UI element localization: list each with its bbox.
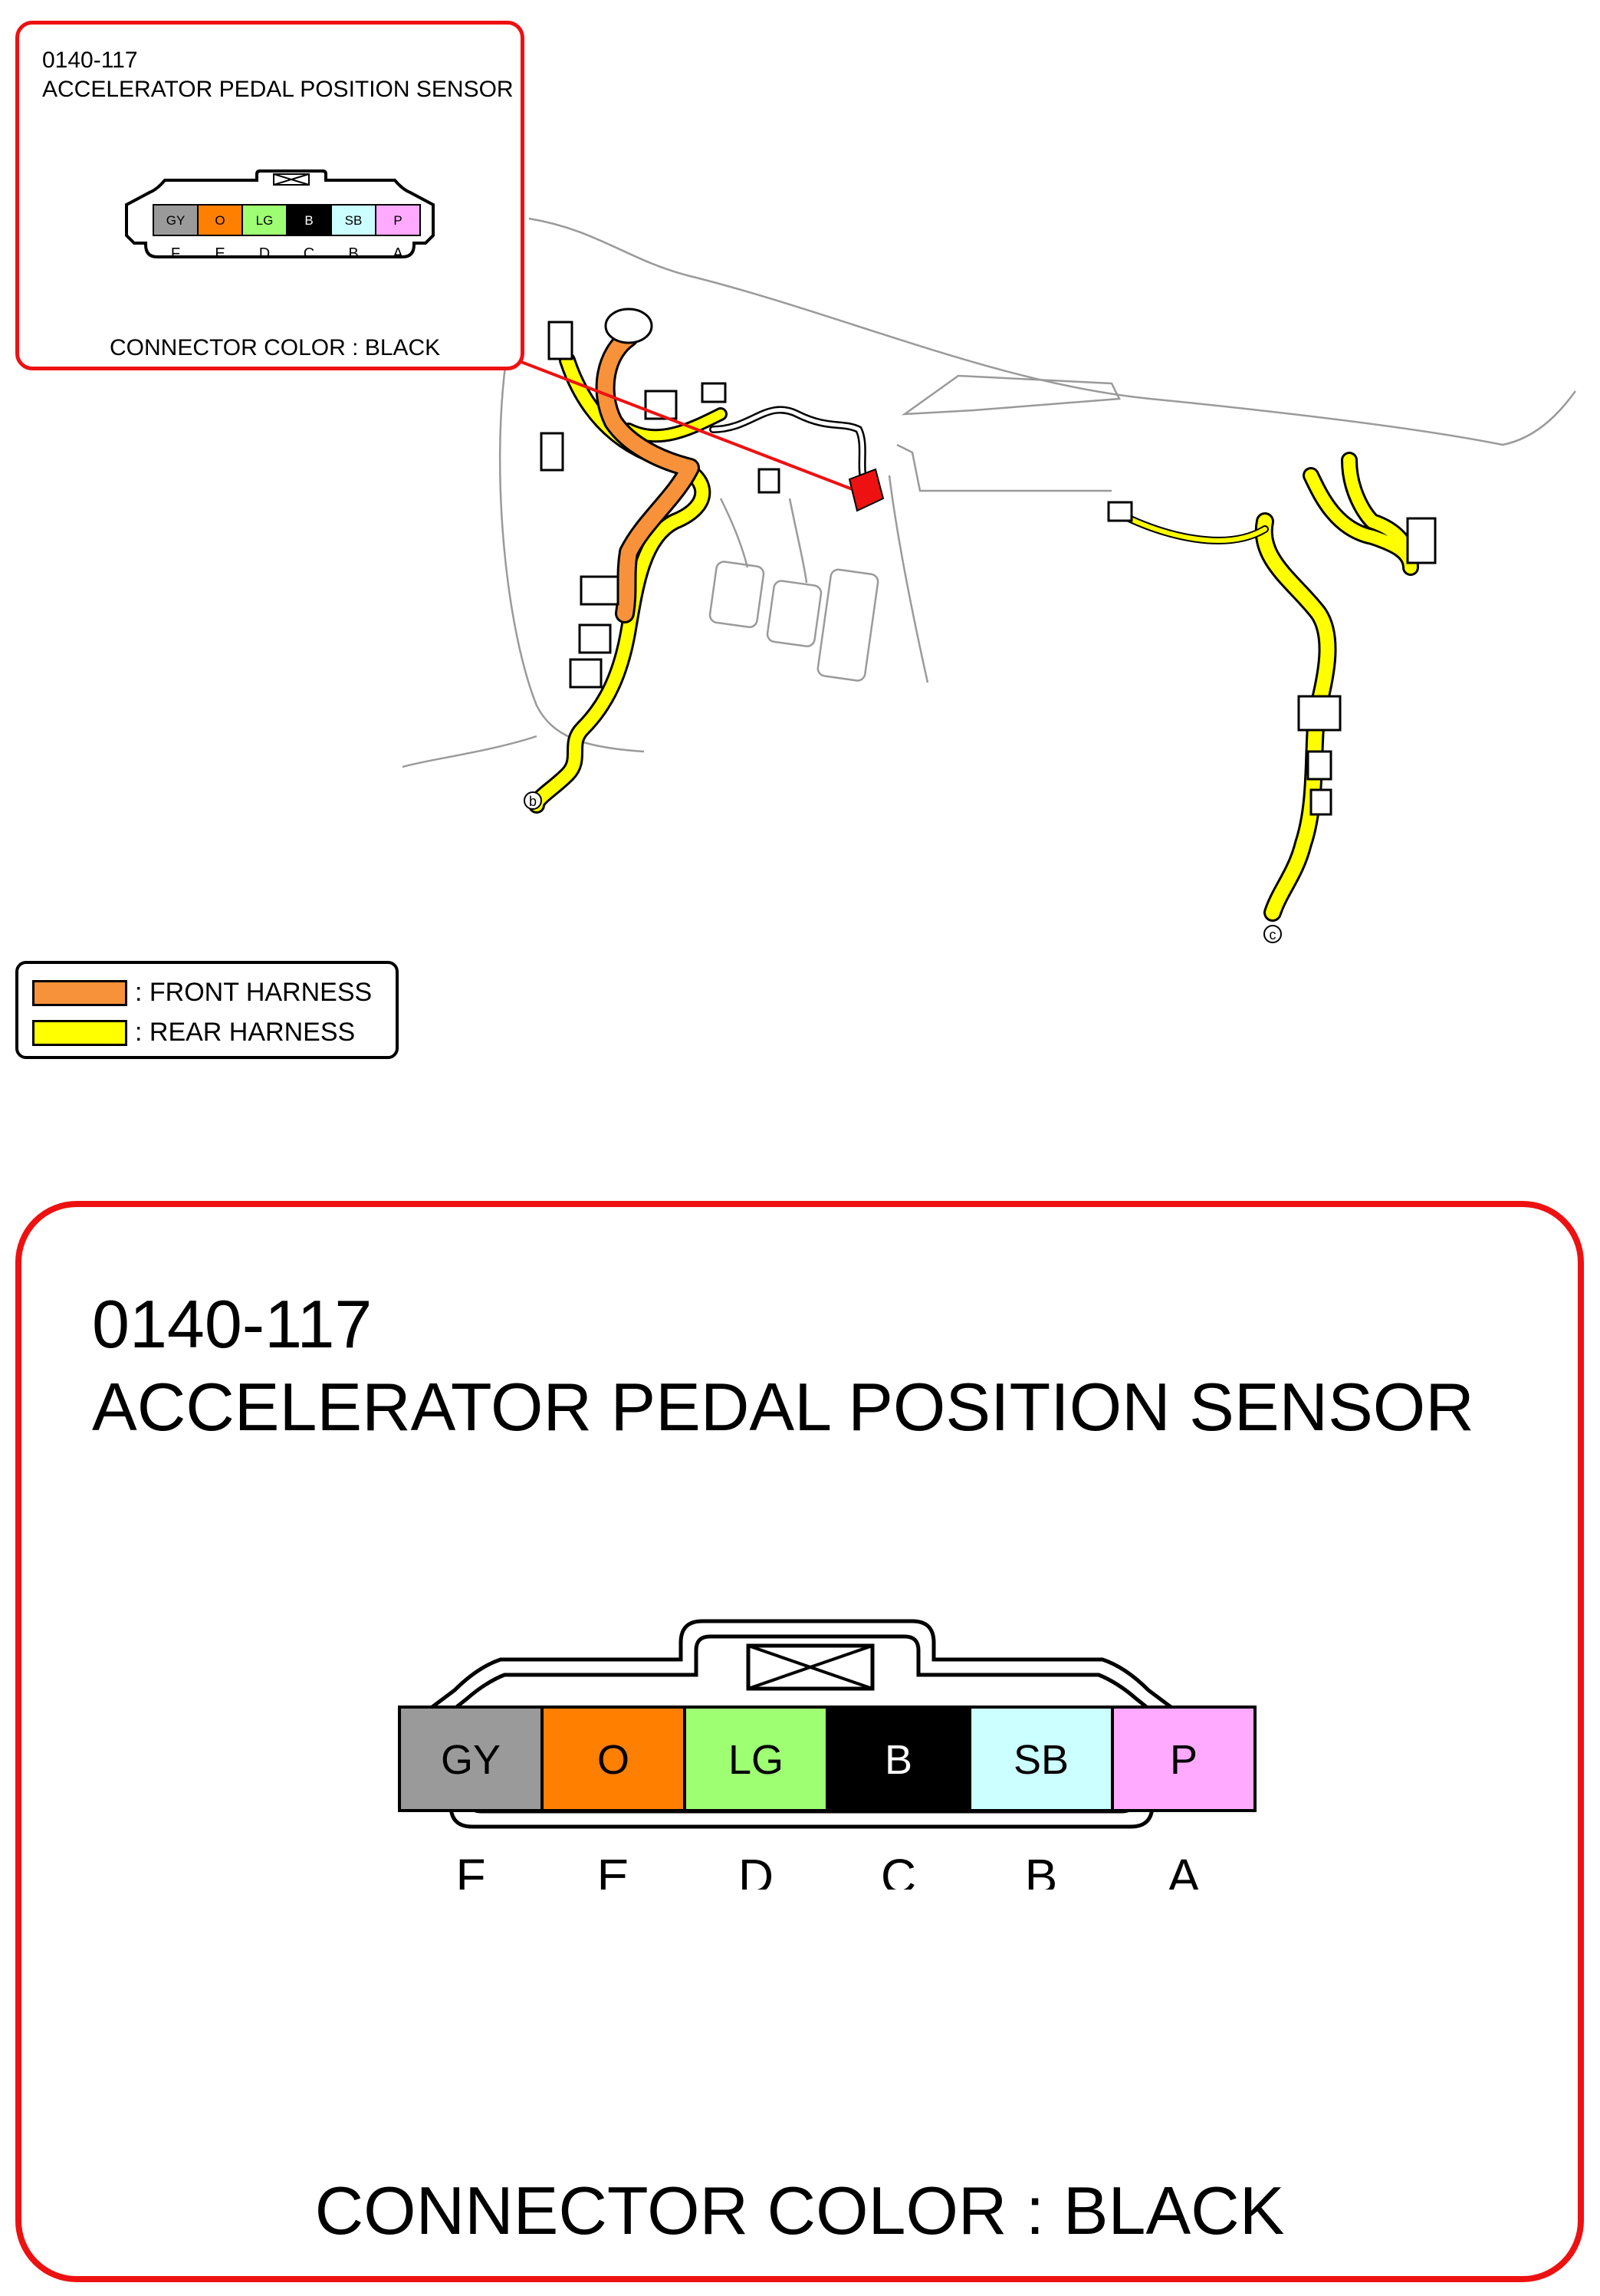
pin-cell-d <box>241 204 287 236</box>
svg-text:c: c <box>1270 927 1276 942</box>
pin-letter-label: B <box>348 245 358 262</box>
wire-color-label: SB <box>1014 1737 1069 1783</box>
wire-color-label: LG <box>256 213 274 228</box>
inset-connector-diagram: GY F O E LG D B C SB B P A <box>125 169 435 262</box>
rear-harness-swatch <box>32 1019 127 1046</box>
sensor-connector-highlight <box>848 468 885 512</box>
harness-end-marker-left: b <box>524 791 542 810</box>
detail-title: ACCELERATOR PEDAL POSITION SENSOR <box>92 1369 1474 1445</box>
wire-color-label: GY <box>166 213 186 228</box>
pin-letter-label: C <box>304 245 314 262</box>
detail-connector-diagram: GY F O E LG D B C SB B P A <box>398 1619 1257 1890</box>
pin-letter-label: E <box>215 245 225 262</box>
legend-label-front: : FRONT HARNESS <box>135 978 373 1007</box>
inset-title: ACCELERATOR PEDAL POSITION SENSOR <box>42 77 514 102</box>
wire-color-label: LG <box>728 1737 784 1783</box>
wire-color-label: O <box>215 213 225 228</box>
wire-color-label: B <box>885 1737 912 1783</box>
pin-cell-d <box>683 1706 829 1812</box>
sensor-leader-line <box>521 360 867 496</box>
inset-callout: 0140-117 ACCELERATOR PEDAL POSITION SENS… <box>15 21 524 370</box>
svg-text:b: b <box>529 794 537 809</box>
sensor-branch-wire <box>709 406 869 487</box>
legend-item-front: : FRONT HARNESS <box>32 978 372 1008</box>
harness-legend: : FRONT HARNESS : REAR HARNESS <box>15 961 399 1059</box>
wire-color-label: B <box>304 213 313 228</box>
wire-color-label: O <box>597 1737 629 1783</box>
pin-cell-b <box>968 1706 1114 1812</box>
inset-connector-color: CONNECTOR COLOR : BLACK <box>110 335 441 360</box>
legend-item-rear: : REAR HARNESS <box>32 1018 355 1048</box>
harness-end-marker-right: c <box>1263 925 1282 943</box>
wire-color-label: SB <box>345 213 363 228</box>
pin-letter-label: C <box>881 1849 916 1890</box>
front-harness-swatch <box>32 979 127 1006</box>
pin-letter-label: D <box>738 1849 774 1890</box>
connector-detail-panel: 0140-117 ACCELERATOR PEDAL POSITION SENS… <box>15 1201 1584 2282</box>
pin-cell-a <box>1111 1706 1257 1812</box>
wire-color-label: P <box>393 213 402 228</box>
pin-letter-label: F <box>455 1849 485 1890</box>
pin-letter-label: A <box>393 245 403 262</box>
wire-color-label: GY <box>441 1737 501 1783</box>
rear-harness-right <box>1115 452 1419 922</box>
harness-connectors <box>540 321 1437 816</box>
pin-letter-label: B <box>1025 1849 1058 1890</box>
connector-lock-tab <box>746 1643 875 1691</box>
pin-letter-label: A <box>1168 1849 1201 1890</box>
pin-cell-b <box>330 204 376 236</box>
wire-color-label: P <box>1170 1737 1198 1783</box>
dashboard-outline <box>402 217 1576 768</box>
front-harness <box>595 308 700 623</box>
pin-letter-label: E <box>597 1849 630 1890</box>
pin-letter-label: D <box>259 245 270 262</box>
detail-code: 0140-117 <box>92 1286 373 1362</box>
pin-letter-label: F <box>171 245 180 262</box>
pin-cell-c <box>826 1706 971 1812</box>
legend-label-rear: : REAR HARNESS <box>135 1018 356 1047</box>
detail-connector-color: CONNECTOR COLOR : BLACK <box>314 2173 1285 2248</box>
pin-cell-a <box>375 204 421 236</box>
inset-code: 0140-117 <box>42 48 138 73</box>
harness-drawing: b c <box>402 217 1576 943</box>
